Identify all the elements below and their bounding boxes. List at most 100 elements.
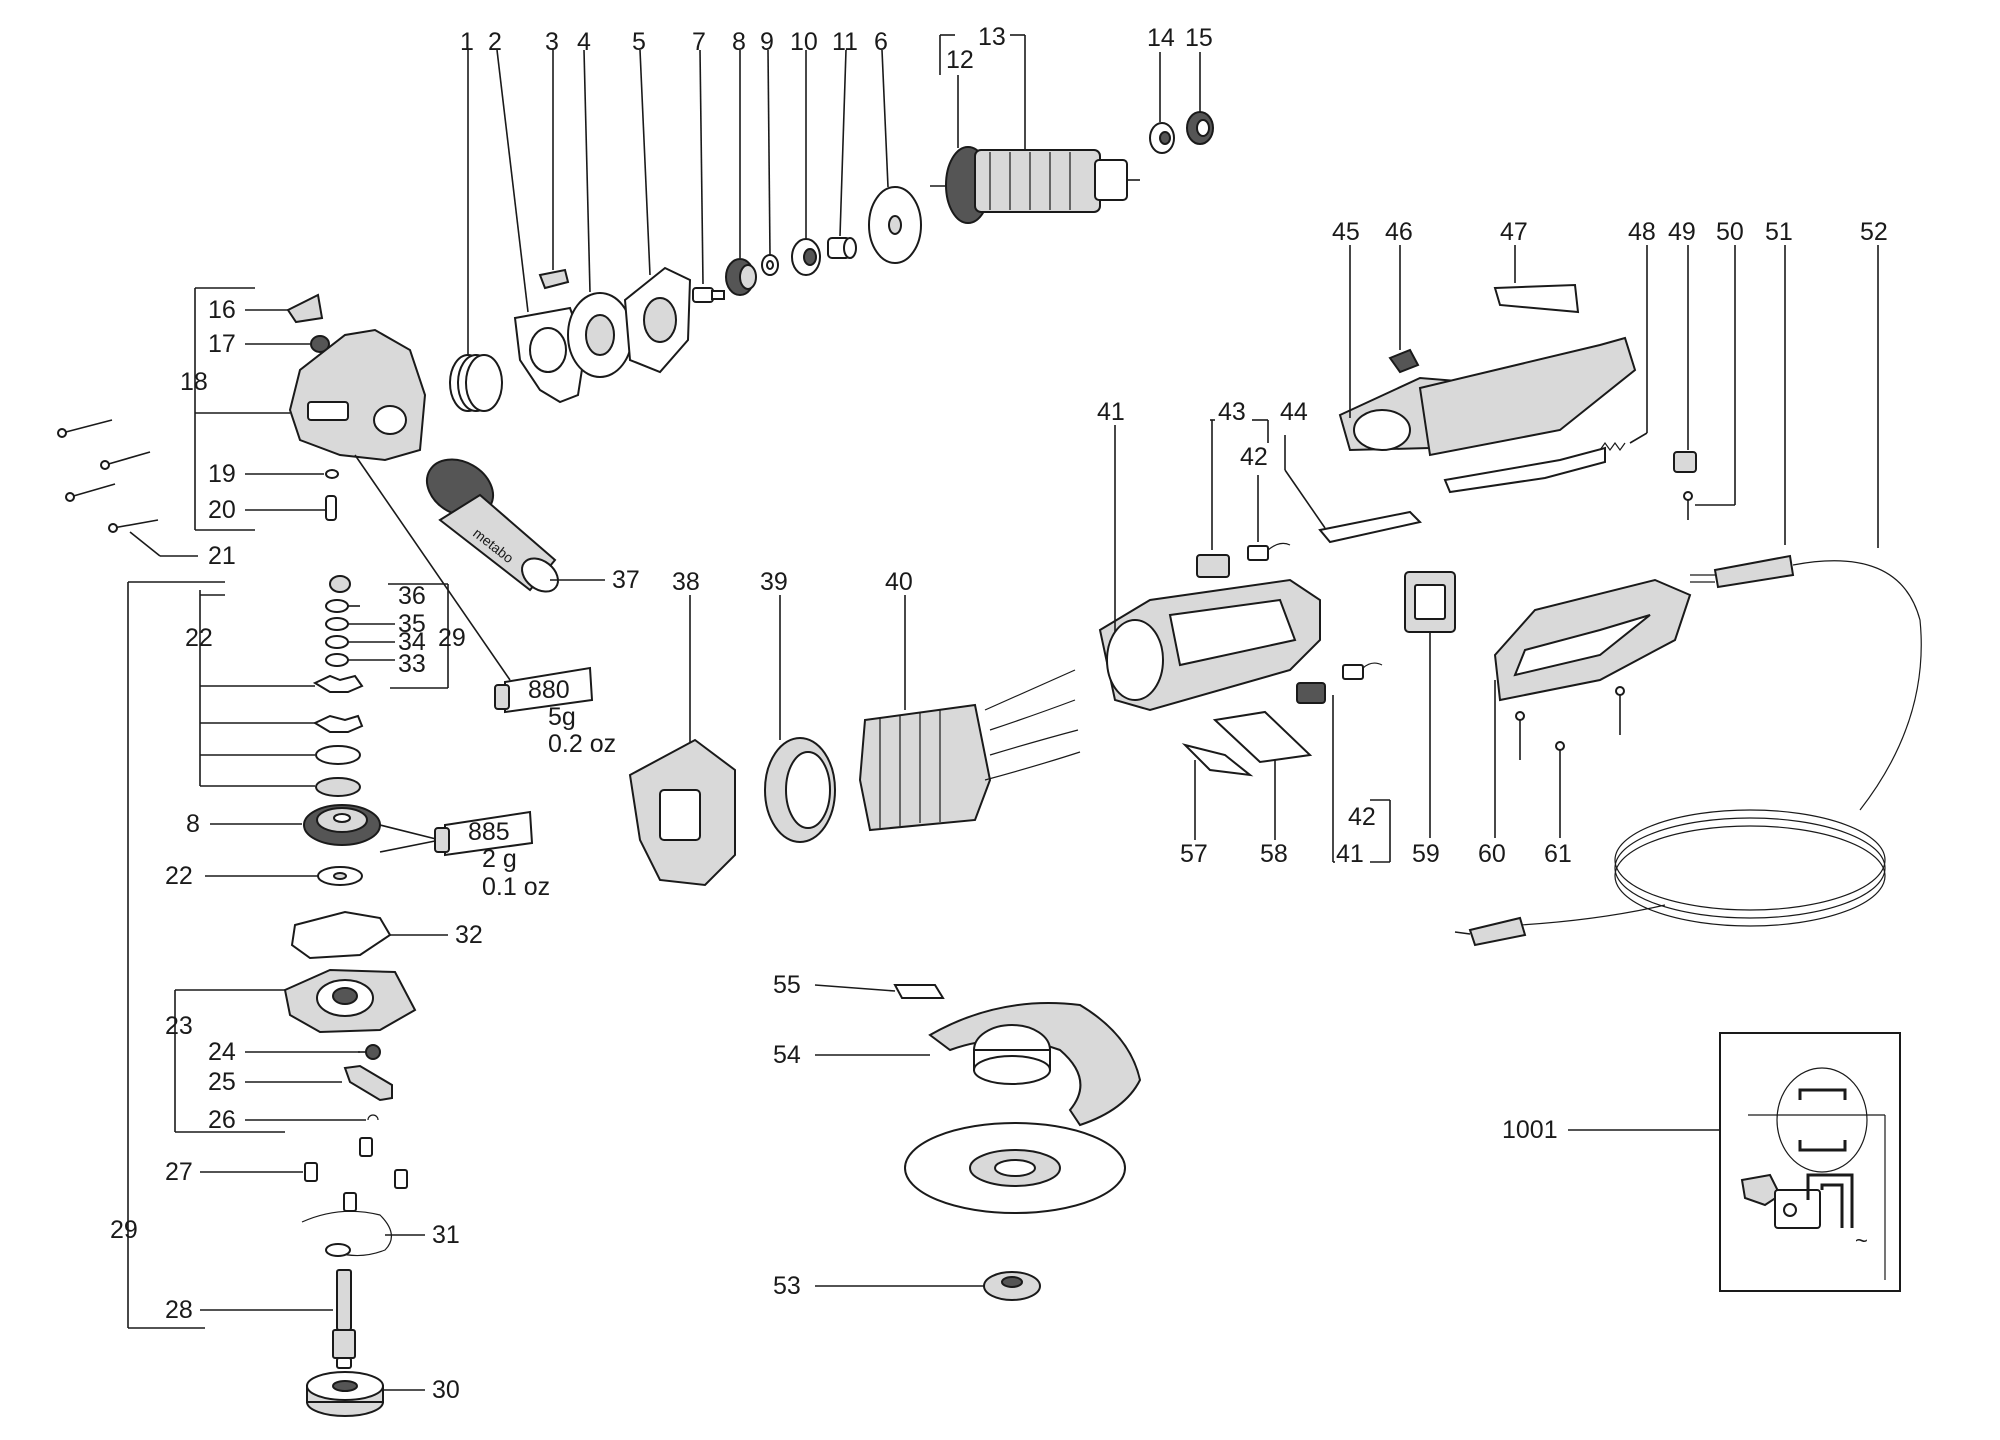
part-13-armature bbox=[930, 146, 1140, 224]
part-26-clip bbox=[367, 1114, 379, 1121]
callout-41-bottom: 41 bbox=[1336, 840, 1364, 868]
callout-51: 51 bbox=[1765, 218, 1793, 246]
callout-26: 26 bbox=[208, 1106, 236, 1134]
callout-50: 50 bbox=[1716, 218, 1744, 246]
part-17-spring bbox=[310, 335, 330, 353]
part-42-carbon-brush-lower bbox=[1342, 662, 1383, 680]
callout-28: 28 bbox=[165, 1296, 193, 1324]
callout-60: 60 bbox=[1478, 840, 1506, 868]
callout-25: 25 bbox=[208, 1068, 236, 1096]
callout-15: 15 bbox=[1185, 24, 1213, 52]
callout-31: 31 bbox=[432, 1221, 460, 1249]
part-42-carbon-brush-top bbox=[1247, 542, 1291, 561]
callout-30: 30 bbox=[432, 1376, 460, 1404]
part-9-ring bbox=[761, 254, 779, 276]
callout-61: 61 bbox=[1544, 840, 1572, 868]
grease-885-weight-oz: 0.1 oz bbox=[482, 873, 550, 901]
callout-1001: 1001 bbox=[1502, 1116, 1558, 1144]
callout-1: 1 bbox=[460, 28, 474, 56]
part-44-switch-rod bbox=[1318, 510, 1422, 544]
part-1-spring bbox=[449, 354, 503, 412]
part-8-bevel-gear bbox=[303, 804, 381, 846]
callout-11: 11 bbox=[832, 28, 858, 56]
part-51-cord-end bbox=[1690, 554, 1795, 589]
callout-8-top: 8 bbox=[732, 28, 746, 56]
part-43-switch-block bbox=[1196, 554, 1230, 578]
part-5-plate bbox=[623, 266, 692, 374]
callout-46: 46 bbox=[1385, 218, 1413, 246]
part-54-wheel-guard bbox=[928, 1002, 1142, 1127]
callout-34: 34 bbox=[398, 628, 426, 656]
callout-13: 13 bbox=[978, 23, 1006, 51]
part-4-washer-plate bbox=[567, 292, 633, 378]
part-24-screw bbox=[358, 1044, 381, 1060]
part-49-block bbox=[1673, 451, 1697, 473]
callout-7: 7 bbox=[692, 28, 706, 56]
part-46-lock-button bbox=[1388, 348, 1420, 374]
callout-14: 14 bbox=[1147, 24, 1175, 52]
part-28-spindle bbox=[332, 1269, 356, 1369]
callout-27: 27 bbox=[165, 1158, 193, 1186]
part-21-screws bbox=[57, 419, 159, 533]
part-stack-nuts-washers bbox=[312, 575, 364, 797]
callout-29-left: 29 bbox=[110, 1216, 138, 1244]
callout-32: 32 bbox=[455, 921, 483, 949]
callout-6: 6 bbox=[874, 28, 888, 56]
callout-48: 48 bbox=[1628, 218, 1656, 246]
part-58-label bbox=[1212, 710, 1313, 764]
part-14-bearing bbox=[1149, 122, 1175, 154]
callout-47: 47 bbox=[1500, 218, 1528, 246]
callout-53: 53 bbox=[773, 1272, 801, 1300]
part-40-stator bbox=[858, 669, 1081, 832]
callout-57: 57 bbox=[1180, 840, 1208, 868]
callout-4: 4 bbox=[577, 28, 591, 56]
callout-22-top: 22 bbox=[185, 624, 213, 652]
callout-33: 33 bbox=[398, 650, 426, 678]
part-47-label bbox=[1493, 283, 1580, 314]
grease-885-weight-g: 2 g bbox=[482, 845, 517, 873]
callout-59: 59 bbox=[1412, 840, 1440, 868]
part-41-brush-holder bbox=[1296, 682, 1326, 704]
callout-41-top: 41 bbox=[1097, 398, 1125, 426]
callout-37: 37 bbox=[612, 566, 640, 594]
callout-54: 54 bbox=[773, 1041, 801, 1069]
part-23-bearing-flange bbox=[283, 968, 417, 1034]
part-38-bearing-cover bbox=[628, 738, 736, 887]
callout-49: 49 bbox=[1668, 218, 1696, 246]
callout-9: 9 bbox=[760, 28, 774, 56]
part-30-flange-nut bbox=[306, 1371, 384, 1417]
callout-17: 17 bbox=[208, 330, 236, 358]
part-grease-885: 885 bbox=[434, 810, 534, 857]
part-22-washer bbox=[317, 866, 363, 886]
callout-8-left: 8 bbox=[186, 810, 200, 838]
part-57-label bbox=[1181, 743, 1254, 777]
part-7-screw bbox=[692, 287, 725, 303]
part-10-bearing bbox=[791, 238, 821, 276]
callout-40: 40 bbox=[885, 568, 913, 596]
grease-880-code: 880 bbox=[528, 676, 570, 704]
part-18-gear-housing bbox=[288, 328, 427, 462]
callout-39: 39 bbox=[760, 568, 788, 596]
part-55-label bbox=[893, 984, 945, 999]
callout-23: 23 bbox=[165, 1012, 193, 1040]
callout-16: 16 bbox=[208, 296, 236, 324]
callout-38: 38 bbox=[672, 568, 700, 596]
callout-43: 43 bbox=[1218, 398, 1246, 426]
callout-42-top: 42 bbox=[1240, 443, 1268, 471]
callout-58: 58 bbox=[1260, 840, 1288, 868]
grease-880-weight-oz: 0.2 oz bbox=[548, 730, 616, 758]
part-52-power-cord bbox=[1454, 560, 1922, 947]
part-16-lever bbox=[286, 293, 324, 324]
callout-12: 12 bbox=[946, 46, 974, 74]
part-48-spring bbox=[1599, 441, 1626, 452]
part-6-fan-disc bbox=[868, 186, 922, 264]
part-3-plate bbox=[538, 268, 570, 290]
callout-36: 36 bbox=[398, 582, 426, 610]
callout-44: 44 bbox=[1280, 398, 1308, 426]
callout-2: 2 bbox=[488, 28, 502, 56]
callout-19: 19 bbox=[208, 460, 236, 488]
part-31-spring-clip bbox=[301, 1210, 392, 1257]
callout-42-bottom: 42 bbox=[1348, 803, 1376, 831]
part-61-screws bbox=[1515, 686, 1625, 790]
